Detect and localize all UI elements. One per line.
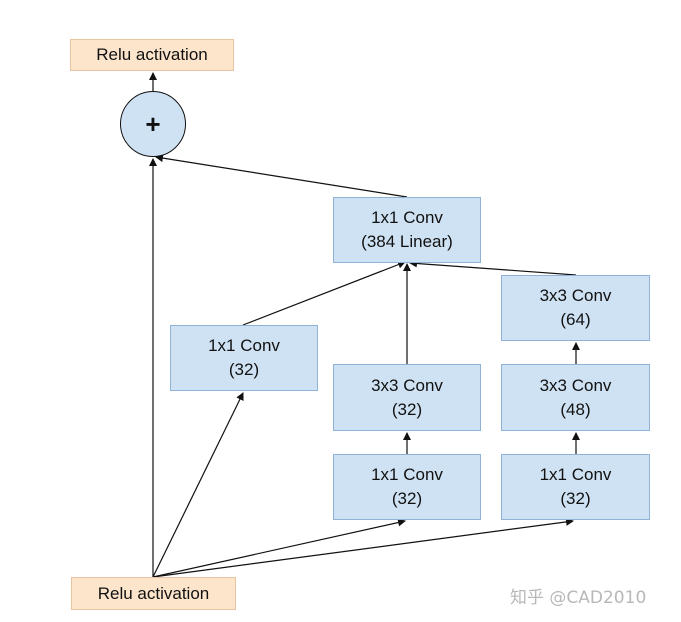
arrow-input-to-branch3 <box>152 517 574 578</box>
relu-activation-bottom: Relu activation <box>71 577 236 610</box>
branch1-conv-1x1: 1x1 Conv (32) <box>170 325 318 391</box>
branch2-top-line1: 3x3 Conv <box>371 375 443 395</box>
conv-1x1-linear: 1x1 Conv (384 Linear) <box>333 197 481 263</box>
branch3-bottom-line2: (32) <box>560 489 591 508</box>
branch3-conv-1x1: 1x1 Conv (32) <box>501 454 650 520</box>
branch2-bottom-line1: 1x1 Conv <box>371 465 443 484</box>
branch2-conv-1x1: 1x1 Conv (32) <box>333 454 481 520</box>
branch3-mid-line1: 3x3 Conv <box>539 375 612 395</box>
branch2-conv-3x3: 3x3 Conv (32) <box>333 364 481 431</box>
plus-icon: + <box>145 108 161 139</box>
arrow-conv-linear-to-add <box>155 154 408 198</box>
branch2-top-line2: (32) <box>391 399 423 419</box>
watermark: 知乎 @CAD2010 <box>510 588 647 608</box>
conv-linear-line2: (384 Linear) <box>361 232 453 251</box>
branch1-line1: 1x1 Conv <box>208 336 280 355</box>
branch3-conv-3x3-64: 3x3 Conv (64) <box>501 275 650 341</box>
arrow-input-to-branch1 <box>152 392 244 578</box>
branch2-bottom-line2: (32) <box>391 489 423 508</box>
branch3-mid-line2: (48) <box>560 399 591 419</box>
branch3-bottom-line1: 1x1 Conv <box>539 465 612 484</box>
branch3-top-line1: 3x3 Conv <box>539 286 612 305</box>
branch3-conv-3x3-48: 3x3 Conv (48) <box>501 364 650 431</box>
relu-activation-top: Relu activation <box>70 39 234 71</box>
conv-linear-line1: 1x1 Conv <box>371 208 443 227</box>
branch1-line2: (32) <box>228 360 260 379</box>
arrow-input-to-branch2 <box>152 518 406 578</box>
add-node: + <box>120 91 186 157</box>
relu-bottom-label: Relu activation <box>97 583 210 603</box>
relu-top-label: Relu activation <box>96 45 208 64</box>
arrow-branch1-to-conv-linear <box>242 260 406 326</box>
branch3-top-line2: (64) <box>560 310 591 329</box>
arrow-branch3-to-conv-linear <box>409 259 577 276</box>
